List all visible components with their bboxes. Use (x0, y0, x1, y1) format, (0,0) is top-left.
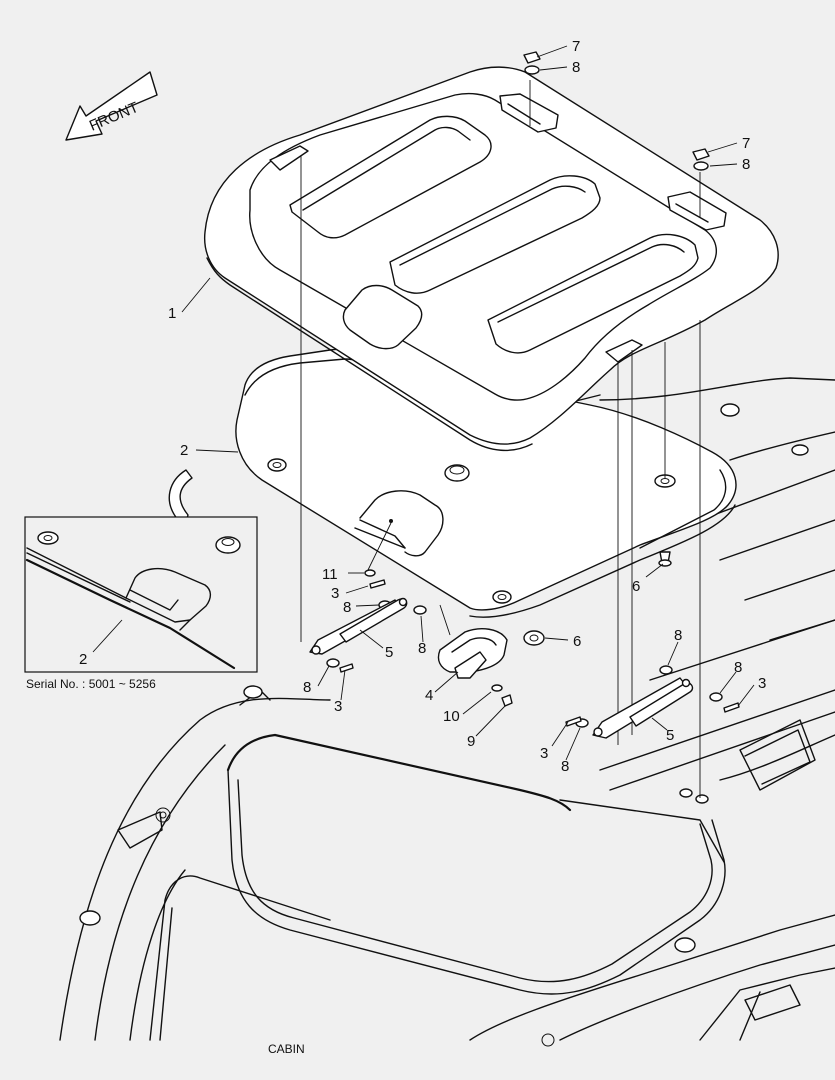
callout-labels: 7 8 7 8 1 2 11 3 8 5 8 8 3 4 10 9 6 6 8 … (79, 38, 766, 775)
callout-8: 8 (343, 599, 351, 616)
front-arrow: FRONT (65, 71, 158, 141)
callout-5: 5 (385, 644, 393, 661)
callout-10: 10 (443, 708, 460, 725)
callout-5: 5 (666, 727, 674, 744)
callout-7: 7 (572, 38, 580, 55)
alignment-lines (300, 80, 701, 798)
callout-8: 8 (561, 758, 569, 775)
part-1-roof-cover (203, 66, 779, 452)
inset-detail (24, 516, 258, 673)
callout-3: 3 (540, 745, 548, 762)
callout-7: 7 (742, 135, 750, 152)
callout-8: 8 (303, 679, 311, 696)
callout-3: 3 (758, 675, 766, 692)
callout-3: 3 (331, 585, 339, 602)
callout-4: 4 (425, 687, 433, 704)
cabin-caption: CABIN (268, 1042, 305, 1056)
callout-2-inset: 2 (79, 651, 87, 668)
callout-6: 6 (632, 578, 640, 595)
cabin-body (59, 377, 835, 1047)
hardware-parts (309, 51, 740, 739)
callout-8: 8 (418, 640, 426, 657)
callout-3: 3 (334, 698, 342, 715)
callout-9: 9 (467, 733, 475, 750)
callout-8: 8 (742, 156, 750, 173)
callout-1: 1 (168, 305, 176, 322)
serial-number-caption: Serial No. : 5001 ~ 5256 (26, 677, 156, 691)
callout-8: 8 (734, 659, 742, 676)
callout-8: 8 (674, 627, 682, 644)
callout-8: 8 (572, 59, 580, 76)
callout-leaders (181, 45, 755, 761)
callout-2: 2 (180, 442, 188, 459)
callout-11: 11 (322, 566, 338, 583)
callout-6: 6 (573, 633, 581, 650)
